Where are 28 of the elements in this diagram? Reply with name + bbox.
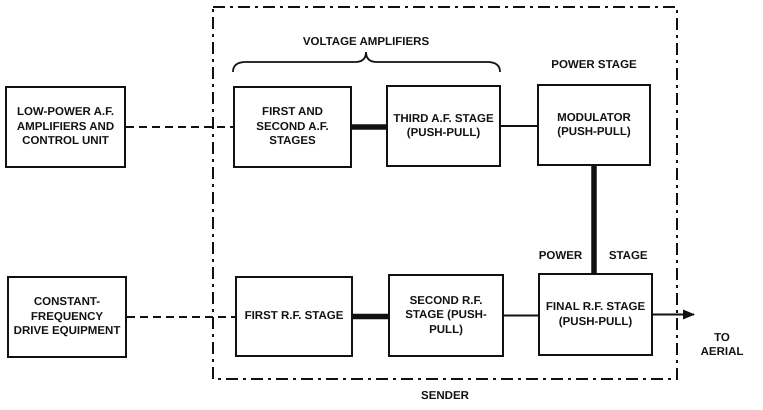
stage-box — [388, 274, 504, 357]
connector-line — [501, 125, 537, 127]
arrow — [653, 310, 695, 320]
box-label: FIRST R.F. STAGE — [244, 309, 344, 324]
stage-box — [7, 276, 127, 358]
box-label: SECOND R.F. STAGE (PUSH-PULL) — [404, 294, 488, 338]
connector-line — [504, 314, 538, 316]
connector-line — [126, 126, 233, 128]
stage-box — [5, 86, 126, 168]
stage-box — [386, 85, 501, 167]
box-label: THIRD A.F. STAGE (PUSH-PULL) — [392, 112, 495, 140]
connector-line — [127, 316, 235, 318]
box-label: CONSTANT-FREQUENCY DRIVE EQUIPMENT — [12, 295, 122, 339]
box-label: MODULATOR (PUSH-PULL) — [556, 110, 632, 140]
destination-label: TO AERIAL — [700, 332, 744, 360]
connector-line — [352, 124, 386, 130]
stage-caption: POWER STAGE — [550, 58, 638, 73]
connector-line — [591, 166, 597, 273]
group-label: SENDER — [420, 389, 470, 404]
stage-caption: STAGE — [608, 248, 648, 264]
group-heading: VOLTAGE AMPLIFIERS — [302, 35, 430, 50]
connector-line — [353, 314, 388, 320]
box-label: FIRST AND SECOND A.F. STAGES — [255, 105, 330, 149]
box-label: FINAL R.F. STAGE (PUSH-PULL) — [544, 300, 646, 329]
stage-box — [233, 86, 352, 168]
stage-caption: POWER — [538, 248, 582, 264]
box-label: LOW-POWER A.F. AMPLIFIERS AND CONTROL UNIT — [16, 105, 116, 149]
stage-box — [235, 276, 353, 357]
